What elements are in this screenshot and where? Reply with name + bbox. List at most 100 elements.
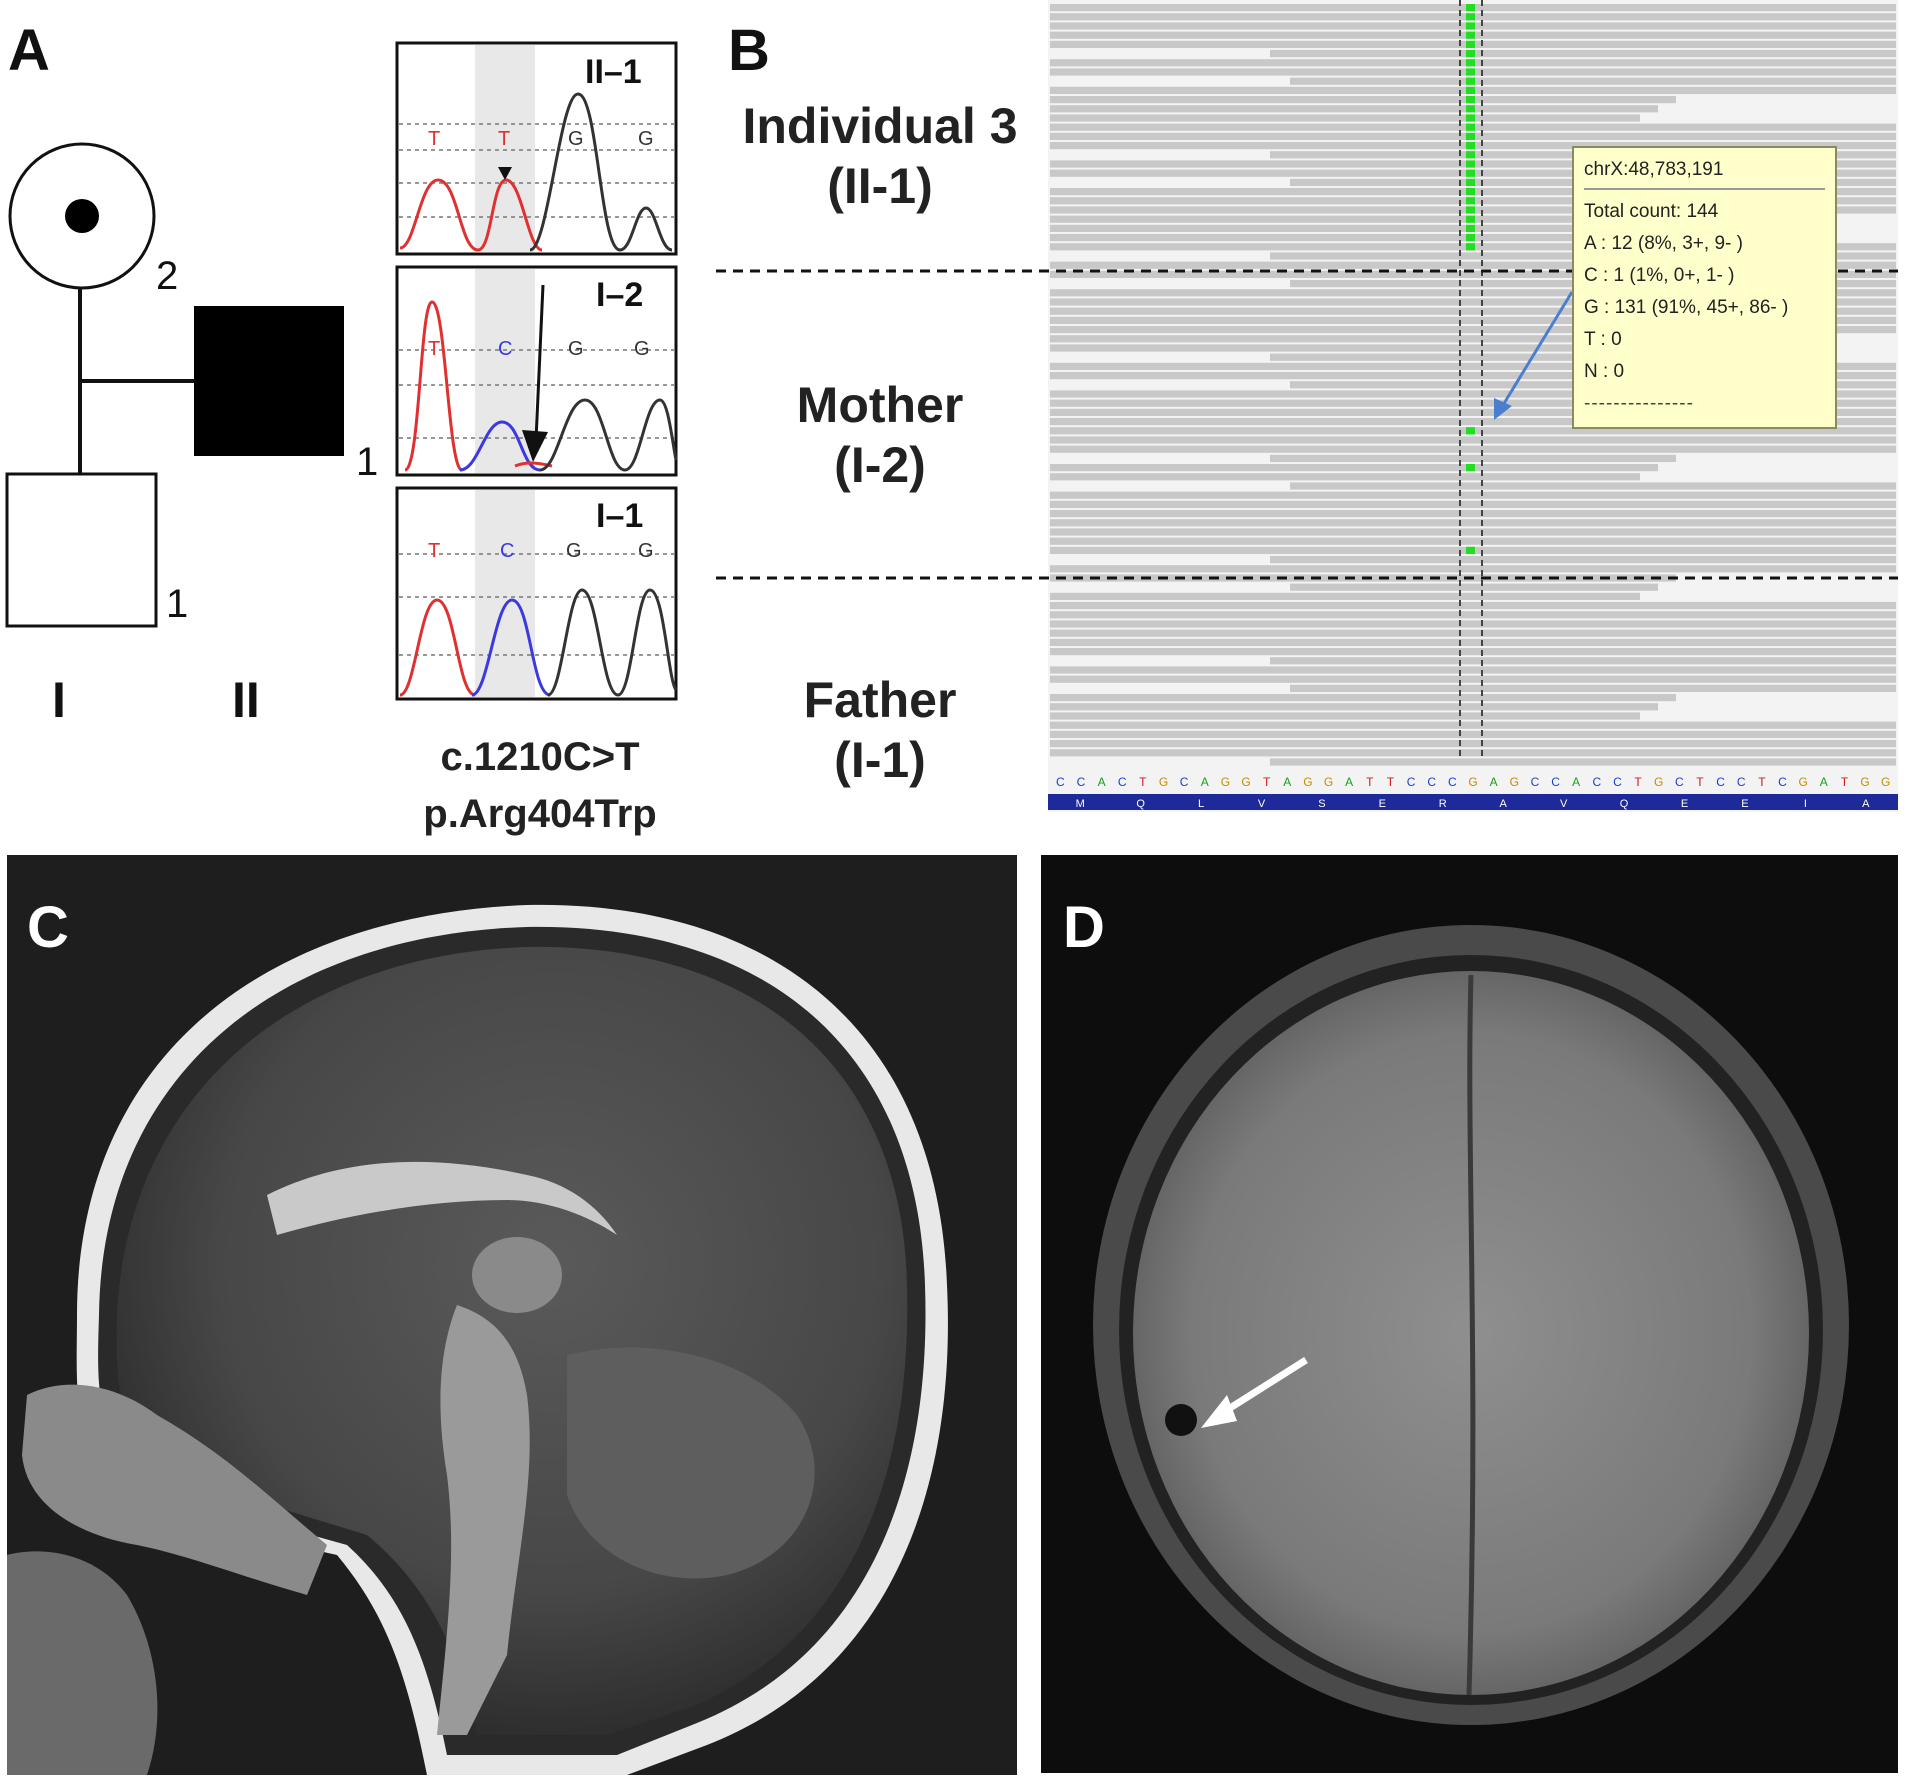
read: [1050, 436, 1896, 444]
read: [1050, 68, 1896, 76]
lesion-arrow: [1217, 1357, 1308, 1418]
read: [1050, 13, 1896, 21]
read: [1050, 473, 1640, 481]
tooltip-c: C : 1 (1%, 0+, 1- ): [1584, 265, 1735, 286]
generation-label-i: I: [52, 672, 66, 728]
amino-acid-track: [1048, 794, 1898, 810]
reference-base: C: [1592, 775, 1601, 789]
amino-acid-label: R: [1439, 798, 1447, 810]
carrier-female-symbol: [8, 142, 156, 290]
unaffected-number: 1: [166, 582, 189, 626]
carrier-dot: [65, 199, 99, 233]
read: [1050, 344, 1658, 352]
affected-number: 1: [356, 440, 379, 484]
mismatch-marks: [1466, 4, 1475, 554]
amino-acid-label: Q: [1136, 798, 1145, 810]
row-name: Mother: [796, 377, 964, 433]
read: [1050, 620, 1896, 628]
trace-label-i-1: I–1: [596, 497, 644, 535]
base-i1-4: G: [638, 540, 654, 562]
amino-acid-label: V: [1560, 798, 1568, 810]
row-label-mother: Mother (I-2): [700, 375, 1060, 495]
lesion-arrowhead: [1201, 1395, 1237, 1428]
trace-label-i-2: I–2: [596, 276, 644, 314]
mismatch-base: [1466, 169, 1475, 177]
read: [1050, 445, 1896, 453]
mismatch-base: [1466, 243, 1475, 251]
mismatch-base: [1466, 234, 1475, 242]
reference-base: T: [1696, 775, 1704, 789]
base-i2-2: C: [498, 338, 513, 360]
variant-arrow: [534, 284, 545, 441]
reference-base: C: [1716, 775, 1725, 789]
reference-base: C: [1613, 775, 1622, 789]
reference-base: G: [1881, 775, 1890, 789]
reference-base: G: [1303, 775, 1312, 789]
generation-label-ii: II: [232, 672, 260, 728]
read: [1050, 648, 1896, 656]
reference-base: A: [1201, 775, 1209, 789]
reference-base: T: [1263, 775, 1271, 789]
read: [1050, 712, 1640, 720]
igv-tooltip: chrX:48,783,191 Total count: 144 A : 12 …: [1572, 146, 1837, 429]
reference-base: A: [1820, 775, 1828, 789]
read: [1050, 703, 1658, 711]
amino-acid-label: E: [1741, 798, 1748, 810]
read: [1050, 611, 1896, 619]
mother-number: 2: [156, 254, 179, 298]
mismatch-base: [1466, 464, 1475, 472]
mismatch-base: [1466, 160, 1475, 168]
reference-base: T: [1387, 775, 1395, 789]
mismatch-base: [1466, 40, 1475, 48]
read: [1050, 730, 1896, 738]
panel-letter-a: A: [8, 18, 50, 83]
read: [1050, 519, 1896, 527]
affected-male-symbol: [194, 306, 344, 456]
amino-acid-label: V: [1258, 798, 1266, 810]
reference-base: G: [1324, 775, 1333, 789]
row-code: (II-1): [827, 158, 933, 214]
amino-acid-label: E: [1681, 798, 1688, 810]
read: [1050, 105, 1658, 113]
reference-base: A: [1345, 775, 1353, 789]
reference-base: G: [1159, 775, 1168, 789]
mismatch-base: [1466, 215, 1475, 223]
reference-base: A: [1490, 775, 1498, 789]
mismatch-base: [1466, 59, 1475, 67]
reference-base: C: [1180, 775, 1189, 789]
row-label-individual-3: Individual 3 (II-1): [700, 96, 1060, 216]
read: [1050, 666, 1896, 674]
panel-letter-d: D: [1063, 895, 1105, 960]
row-code: (I-2): [834, 437, 926, 493]
reference-base: C: [1737, 775, 1746, 789]
panel-c-sagittal-mri: C: [7, 855, 1017, 1775]
reference-base: T: [1758, 775, 1766, 789]
reference-base: G: [1221, 775, 1230, 789]
reference-base: G: [1860, 775, 1869, 789]
reference-base: G: [1654, 775, 1663, 789]
reference-base: T: [1366, 775, 1374, 789]
microbleed-lesion: [1165, 1404, 1197, 1436]
mismatch-base: [1466, 123, 1475, 131]
read: [1050, 602, 1896, 610]
read: [1050, 592, 1640, 600]
row-name: Individual 3: [742, 98, 1018, 154]
amino-acid-label: S: [1318, 798, 1325, 810]
mismatch-base: [1466, 31, 1475, 39]
read: [1050, 234, 1640, 242]
read: [1050, 721, 1896, 729]
panel-letter-b: B: [728, 18, 770, 83]
amino-acid-label: L: [1198, 798, 1204, 810]
read: [1050, 510, 1896, 518]
read: [1270, 50, 1896, 58]
amino-acid-label: A: [1862, 798, 1870, 810]
mismatch-base: [1466, 86, 1475, 94]
mismatch-base: [1466, 178, 1475, 186]
sagittal-mri-image: [7, 855, 1017, 1775]
read: [1050, 132, 1896, 140]
reference-base: A: [1098, 775, 1106, 789]
reference-base: T: [1841, 775, 1849, 789]
tooltip-n: N : 0: [1584, 361, 1625, 382]
reference-base: G: [1798, 775, 1807, 789]
